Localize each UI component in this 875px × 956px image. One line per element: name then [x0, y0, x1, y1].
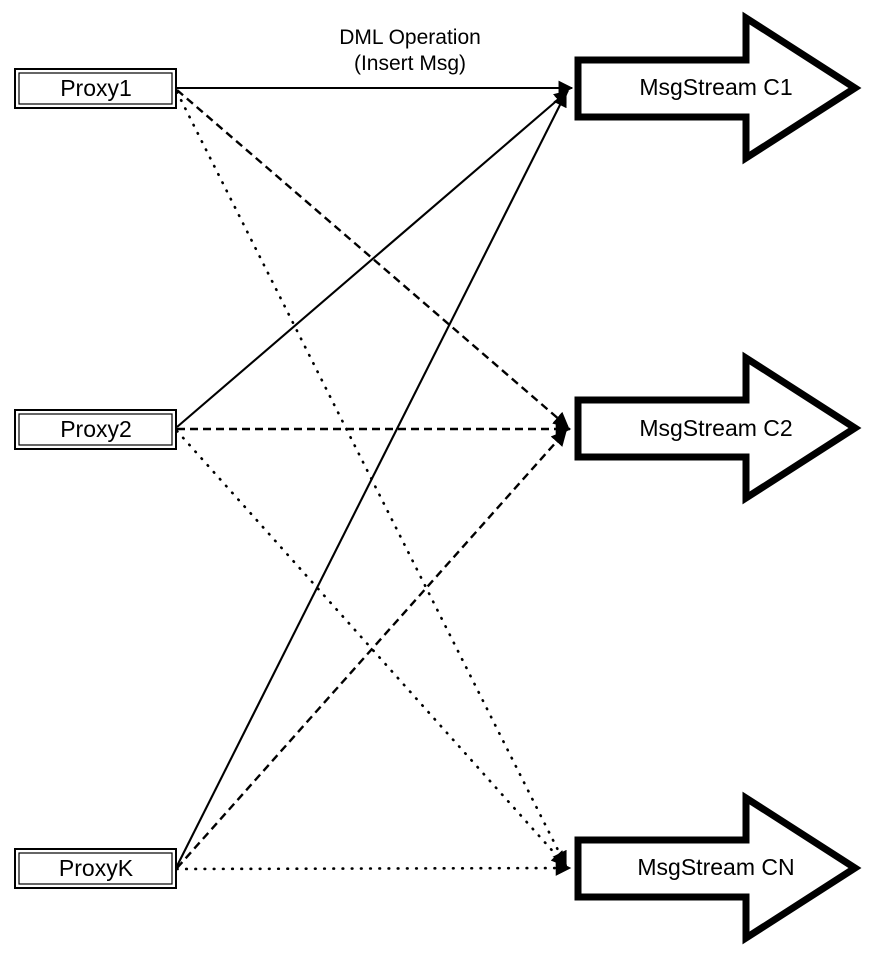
- edge-label-dml-operation: DML Operation (Insert Msg): [339, 26, 481, 75]
- connection-layer: [175, 80, 574, 876]
- stream-node-c1[interactable]: MsgStream C1: [574, 11, 862, 165]
- stream-cn-arrow-shape: [574, 791, 862, 945]
- connection-proxy1-stream-c2: [176, 89, 569, 428]
- proxy1-box-inner: [18, 72, 173, 105]
- stream-c2-arrow-shape: [574, 351, 862, 505]
- stream-node-cn[interactable]: MsgStream CN: [574, 791, 862, 945]
- connection-proxyk-stream-cn: [175, 860, 572, 876]
- connection-proxyk-stream-c1: [176, 91, 567, 867]
- stream-c2-label: MsgStream C2: [639, 415, 792, 441]
- connection-proxyk-stream-c2: [176, 430, 567, 869]
- proxyk-label: ProxyK: [59, 855, 134, 881]
- connection-proxy2-stream-c1: [176, 90, 569, 428]
- stream-cn-label: MsgStream CN: [637, 854, 794, 880]
- stream-c1-arrow-shape: [574, 11, 862, 165]
- proxy2-box-inner: [18, 413, 173, 446]
- proxy1-label: Proxy1: [60, 75, 132, 101]
- stream-node-c2[interactable]: MsgStream C2: [574, 351, 862, 505]
- proxy-node-proxy1[interactable]: Proxy1: [14, 68, 177, 109]
- connection-proxy2-stream-cn: [175, 429, 568, 868]
- proxy-node-proxy2[interactable]: Proxy2: [14, 409, 177, 450]
- proxyk-box-inner: [18, 852, 173, 885]
- edge-label-line1: DML Operation: [339, 26, 481, 49]
- proxy2-label: Proxy2: [60, 416, 132, 442]
- proxy-node-proxyk[interactable]: ProxyK: [14, 848, 177, 889]
- edge-label-line2: (Insert Msg): [354, 52, 466, 75]
- stream-c1-label: MsgStream C1: [639, 74, 792, 100]
